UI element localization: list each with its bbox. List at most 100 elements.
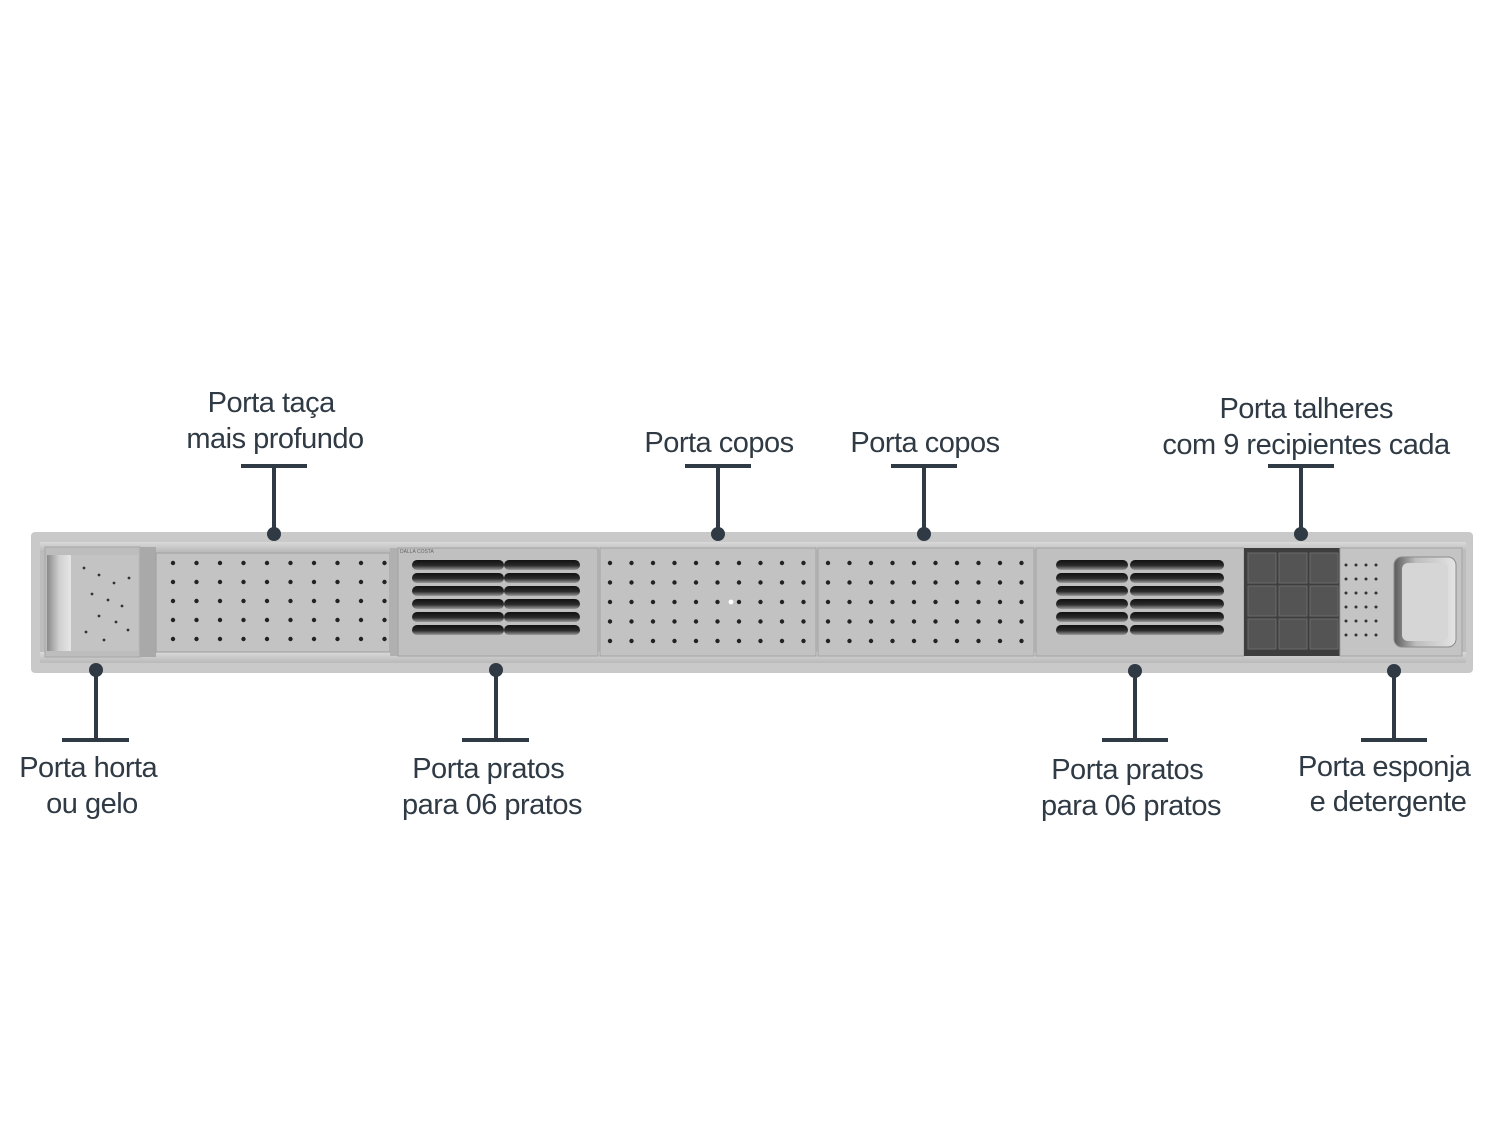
perforation-hole [847, 638, 852, 644]
perforation-hole [1344, 619, 1348, 623]
svg-text:Porta pratos para 06 pra: Porta pratos para 06 pratos [1041, 754, 1221, 822]
cutlery-compartment [1278, 618, 1308, 650]
svg-text:Porta copos: Porta copos [644, 427, 793, 459]
perforation-hole [650, 599, 656, 605]
callout-label-line: Porta horta [19, 752, 158, 784]
callout-label-line: mais profundo [186, 423, 363, 455]
perforation-hole [933, 560, 938, 566]
module-porta-talheres [1244, 548, 1340, 656]
perforation-hole [1354, 605, 1358, 609]
perforation-hole [607, 619, 613, 624]
perforation-hole [127, 576, 131, 580]
perforation-hole [847, 580, 852, 585]
plate-slot [504, 573, 580, 583]
cutlery-compartment [1278, 552, 1308, 584]
perforation-hole [335, 598, 340, 604]
perforation-hole [311, 560, 317, 566]
perforation-hole [911, 599, 917, 605]
perforation-hole [650, 560, 656, 566]
perforation-hole [311, 579, 317, 585]
perforation-hole [382, 598, 387, 604]
perforation-hole [264, 598, 270, 604]
perforation-hole [382, 636, 387, 642]
perforation-hole [976, 638, 981, 644]
perforation-hole [672, 599, 677, 605]
perforation-hole [868, 599, 874, 605]
perforation-hole [114, 620, 118, 624]
perforation-hole [1374, 577, 1378, 581]
perforation-hole [194, 579, 199, 585]
plate-slot [1056, 599, 1128, 609]
callout-porta-pratos-2: Porta pratos para 06 pratos [1041, 664, 1222, 822]
perforation-hole [715, 619, 720, 624]
plate-slot [504, 586, 580, 596]
perforation-hole [758, 638, 763, 644]
plate-slot [1130, 586, 1224, 596]
callout-label-line: Porta pratos [1051, 754, 1203, 786]
perforation-hole [102, 638, 106, 642]
perforation-hole [126, 628, 130, 632]
plate-slot [504, 625, 580, 635]
callout-dot [711, 527, 725, 541]
product-marking: DALLA COSTA [400, 549, 434, 555]
perforation-hole [758, 599, 763, 605]
svg-text:Porta taça mais profundo: Porta taça mais profundo [186, 387, 363, 455]
perforation-hole [650, 638, 656, 644]
svg-text:Porta horta ou gelo: Porta horta ou gelo [19, 752, 165, 820]
perforation-hole [194, 617, 199, 623]
perforation-hole [217, 579, 223, 585]
perforation-hole [288, 598, 293, 604]
callout-porta-pratos-1: Porta pratos para 06 pratos [402, 663, 583, 821]
perforation-hole [890, 619, 895, 624]
perforation-hole [629, 580, 634, 585]
perforation-hole [288, 636, 293, 642]
perforation-hole [241, 579, 246, 585]
perforation-hole [1364, 591, 1368, 595]
callout-porta-horta: Porta horta ou gelo [19, 663, 165, 820]
perforation-hole [911, 560, 917, 566]
perforation-hole [650, 580, 656, 585]
callout-label-line: Porta copos [850, 427, 999, 459]
perforation-hole [954, 560, 960, 566]
perforation-hole [217, 617, 223, 623]
plate-slot [1056, 573, 1128, 583]
perforation-hole [933, 580, 938, 585]
perforation-hole [607, 580, 613, 585]
perforation-hole [120, 604, 124, 608]
perforation-hole [736, 580, 742, 585]
perforation-hole [1374, 591, 1378, 595]
perforation-hole [758, 580, 763, 585]
perforation-hole [672, 619, 677, 624]
module-porta-pratos-2 [1035, 547, 1245, 657]
callout-label-line: Porta taça [208, 387, 337, 419]
plate-slot [1056, 612, 1128, 622]
tray-rail-bottom [40, 652, 1466, 663]
module-porta-esponja [1339, 547, 1463, 657]
perforation-hole [825, 560, 831, 566]
perforation-hole [779, 638, 785, 644]
perforation-hole [997, 619, 1003, 624]
plate-slot [412, 599, 504, 609]
perforation-hole [629, 638, 634, 644]
perforation-hole [1344, 605, 1348, 609]
svg-text:Porta esponja e detergen: Porta esponja e detergente [1298, 751, 1478, 818]
callout-label-line: Porta copos [644, 427, 793, 459]
callout-porta-copos-1: Porta copos [644, 427, 794, 541]
plate-slot [504, 612, 580, 622]
plate-slot [412, 612, 504, 622]
perforation-hole [693, 560, 699, 566]
perforation-hole [264, 617, 270, 623]
perforation-hole [825, 599, 831, 605]
plate-slot [1056, 625, 1128, 635]
perforation-hole [801, 580, 806, 585]
perforation-hole [170, 598, 176, 604]
perforation-hole [997, 560, 1003, 566]
perforation-hole [170, 617, 176, 623]
callout-dot [1387, 664, 1401, 678]
perforation-hole [890, 560, 895, 566]
perforation-hole [825, 619, 831, 624]
perforation-hole [736, 599, 742, 605]
perforation-hole [194, 560, 199, 566]
plate-slot [1130, 599, 1224, 609]
perforation-hole [672, 638, 677, 644]
